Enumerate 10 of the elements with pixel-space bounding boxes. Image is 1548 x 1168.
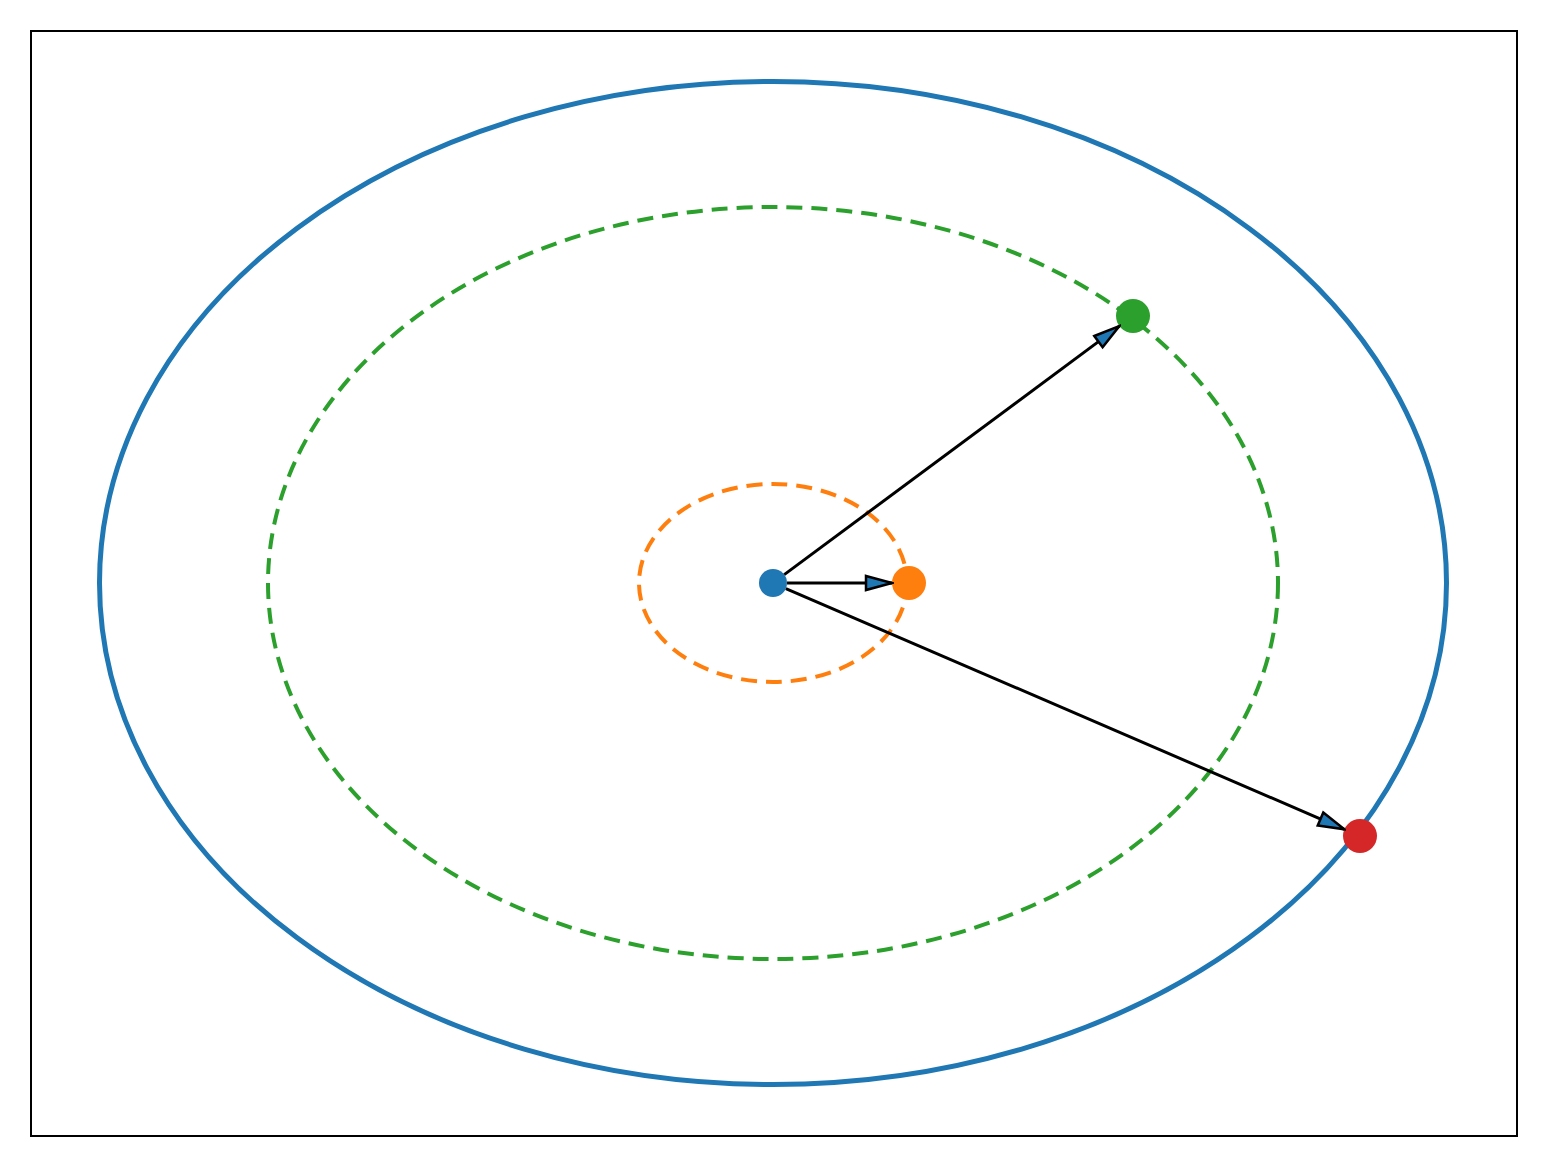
ellipse-outline	[97, 79, 1449, 1087]
arrow	[787, 574, 894, 592]
dot-marker	[892, 566, 926, 600]
ellipse-outline	[266, 205, 1280, 961]
arrow	[785, 587, 1346, 831]
dot-marker	[759, 569, 787, 597]
arrow	[783, 324, 1121, 576]
dot-marker	[1116, 299, 1150, 333]
dot-marker	[1343, 819, 1377, 853]
ellipse-outline	[637, 482, 909, 684]
